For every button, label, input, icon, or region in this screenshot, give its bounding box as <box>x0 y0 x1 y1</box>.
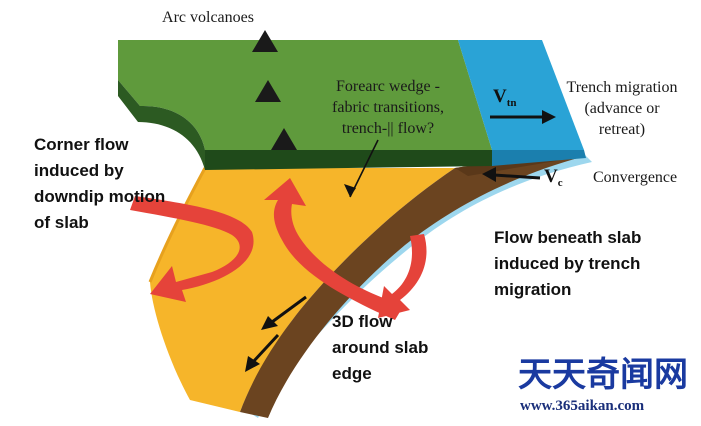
forearc-pointer-head <box>344 184 356 197</box>
slab-downdip-arrow <box>271 295 307 324</box>
vc-arrow <box>493 173 541 180</box>
flow-3d-label-line-1: 3D flow <box>332 312 393 331</box>
overriding-plate-edge <box>205 150 492 170</box>
corner-flow-label-line-3: downdip motion <box>34 187 165 206</box>
trench-block-edge <box>492 150 586 166</box>
forearc-label-line-3: trench-|| flow? <box>342 120 434 137</box>
slab-downdip-arrow-head <box>261 316 278 330</box>
mantle-wedge-edge <box>148 167 207 283</box>
overriding-plate-top <box>118 40 492 150</box>
forearc-label-line-1: Forearc wedge - <box>336 78 440 95</box>
volcano-icon <box>271 128 297 150</box>
flow-3d-label-line-2: around slab <box>332 338 428 357</box>
corner-flow-arrow <box>130 196 254 302</box>
trench-migration-label-line-1: Trench migration <box>567 79 678 96</box>
trench-migration-label-line-2: (advance or <box>584 100 660 117</box>
slab-downdip-arrow <box>251 333 280 364</box>
vc-label: Vc <box>544 166 563 189</box>
forearc-label-line-2: fabric transitions, <box>332 99 444 116</box>
vtn-label: Vtn <box>493 86 517 109</box>
convergence-label: Convergence <box>593 169 677 186</box>
overriding-plate-curve-edge <box>118 80 205 170</box>
corner-flow-label-line-2: induced by <box>34 161 124 180</box>
watermark-chinese: 天天奇闻网 <box>518 355 688 395</box>
forearc-pointer-arrow <box>349 139 379 198</box>
subducting-slab <box>240 150 585 418</box>
trench-block <box>458 40 584 150</box>
flow-3d-label-line-3: edge <box>332 364 372 383</box>
flow-beneath-label-line-2: induced by trench <box>494 254 640 273</box>
vtn-arrow-head <box>542 110 556 124</box>
arc-volcanoes-label: Arc volcanoes <box>162 9 254 26</box>
slab-downdip-arrow-head <box>245 356 260 372</box>
volcano-icon <box>255 80 281 102</box>
flow-beneath-label-line-1: Flow beneath slab <box>494 228 641 247</box>
corner-flow-label-line-4: of slab <box>34 213 89 232</box>
volcano-icon <box>252 30 278 52</box>
flow-beneath-slab-arrow <box>378 234 427 318</box>
vc-arrow-head <box>482 167 496 182</box>
corner-flow-label-line-1: Corner flow <box>34 135 129 154</box>
flow-beneath-label-line-3: migration <box>494 280 571 299</box>
trench-migration-label-line-3: retreat) <box>599 121 645 138</box>
watermark-url: www.365aikan.com <box>520 398 645 414</box>
